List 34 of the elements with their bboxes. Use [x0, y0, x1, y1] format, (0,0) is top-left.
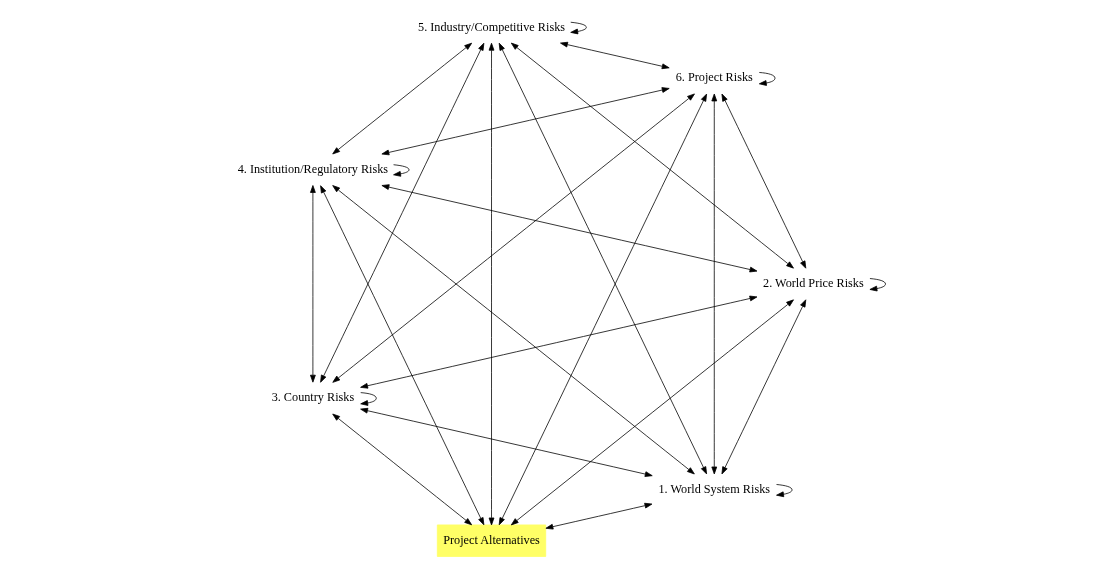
arrow: [498, 93, 707, 526]
arrow: [776, 484, 793, 498]
arrow: [332, 413, 473, 526]
node-text: 5. Industry/Competitive Risks: [418, 19, 566, 34]
node-text: 4. Institution/Regulatory Risks: [237, 162, 389, 176]
arrow: [510, 42, 794, 269]
arrow: [488, 42, 495, 526]
arrow: [381, 184, 758, 273]
arrow: [381, 87, 670, 156]
arrow: [721, 93, 807, 269]
arrow: [310, 185, 316, 383]
arrow: [721, 299, 807, 475]
arrow: [360, 392, 377, 406]
arrow: [332, 93, 695, 383]
arrow: [360, 295, 758, 389]
node-text: 2. World Price Risks: [763, 276, 864, 291]
node-text: 3. Country Risks: [271, 390, 355, 405]
arrow: [570, 21, 587, 35]
arrow: [510, 299, 794, 526]
arrow: [869, 278, 886, 292]
arrow: [320, 42, 485, 383]
arrow: [360, 407, 653, 477]
arrow: [332, 42, 473, 155]
arrow: [393, 164, 410, 177]
arrow: [498, 42, 707, 475]
node-box: Project Alternatives: [436, 524, 547, 557]
arrow: [545, 502, 653, 530]
node-text: 1. World System Risks: [658, 482, 771, 497]
arrow: [711, 93, 718, 475]
arrow: [560, 41, 670, 70]
node-text: 6. Project Risks: [675, 70, 753, 85]
arrow: [758, 72, 776, 86]
arrow: [320, 185, 485, 526]
arrow: [332, 185, 695, 475]
